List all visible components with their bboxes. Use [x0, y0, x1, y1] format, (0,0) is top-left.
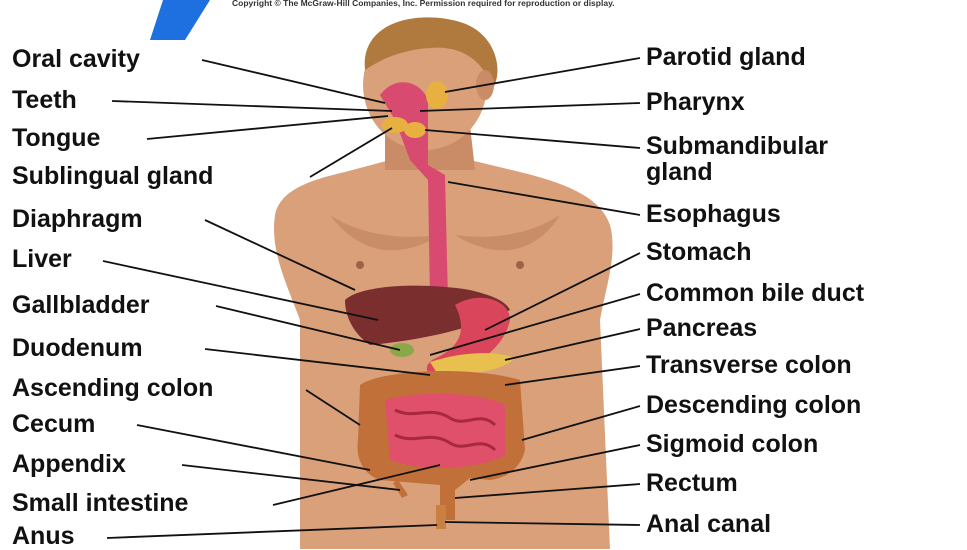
label-cecum: Cecum	[12, 411, 95, 438]
label-small-intestine: Small intestine	[12, 490, 188, 517]
label-rectum: Rectum	[646, 470, 738, 497]
label-diaphragm: Diaphragm	[12, 206, 143, 233]
leader-line	[202, 60, 385, 103]
label-appendix: Appendix	[12, 451, 126, 478]
label-stomach: Stomach	[646, 239, 752, 266]
label-transverse-colon: Transverse colon	[646, 352, 852, 379]
nipple-left	[356, 261, 364, 269]
label-anal-canal: Anal canal	[646, 511, 771, 538]
label-ascending-colon: Ascending colon	[12, 375, 213, 402]
label-liver: Liver	[12, 246, 72, 273]
label-sigmoid-colon: Sigmoid colon	[646, 431, 818, 458]
label-anus: Anus	[12, 523, 75, 550]
label-duodenum: Duodenum	[12, 335, 143, 362]
label-esophagus: Esophagus	[646, 201, 781, 228]
label-teeth: Teeth	[12, 87, 77, 114]
label-pharynx: Pharynx	[646, 89, 745, 116]
label-sublingual-gland: Sublingual gland	[12, 163, 213, 190]
label-submandibular-gland: gland	[646, 159, 713, 186]
blue-accent-shape	[150, 0, 210, 40]
copyright-notice: Copyright © The McGraw-Hill Companies, I…	[232, 0, 615, 8]
label-gallbladder: Gallbladder	[12, 292, 150, 319]
label-tongue: Tongue	[12, 125, 100, 152]
label-submandibular: Submandibular	[646, 133, 828, 160]
nipple-right	[516, 261, 524, 269]
label-descending-colon: Descending colon	[646, 392, 861, 419]
label-oral-cavity: Oral cavity	[12, 46, 140, 73]
submandibular-gland	[404, 122, 426, 138]
leader-line	[112, 101, 392, 111]
anal-canal	[436, 505, 446, 529]
leader-line	[147, 116, 388, 139]
gallbladder	[390, 343, 414, 357]
label-pancreas: Pancreas	[646, 315, 757, 342]
label-common-bile-duct: Common bile duct	[646, 280, 864, 307]
label-parotid-gland: Parotid gland	[646, 44, 806, 71]
parotid-gland	[426, 81, 448, 109]
small-intestine	[385, 394, 505, 468]
